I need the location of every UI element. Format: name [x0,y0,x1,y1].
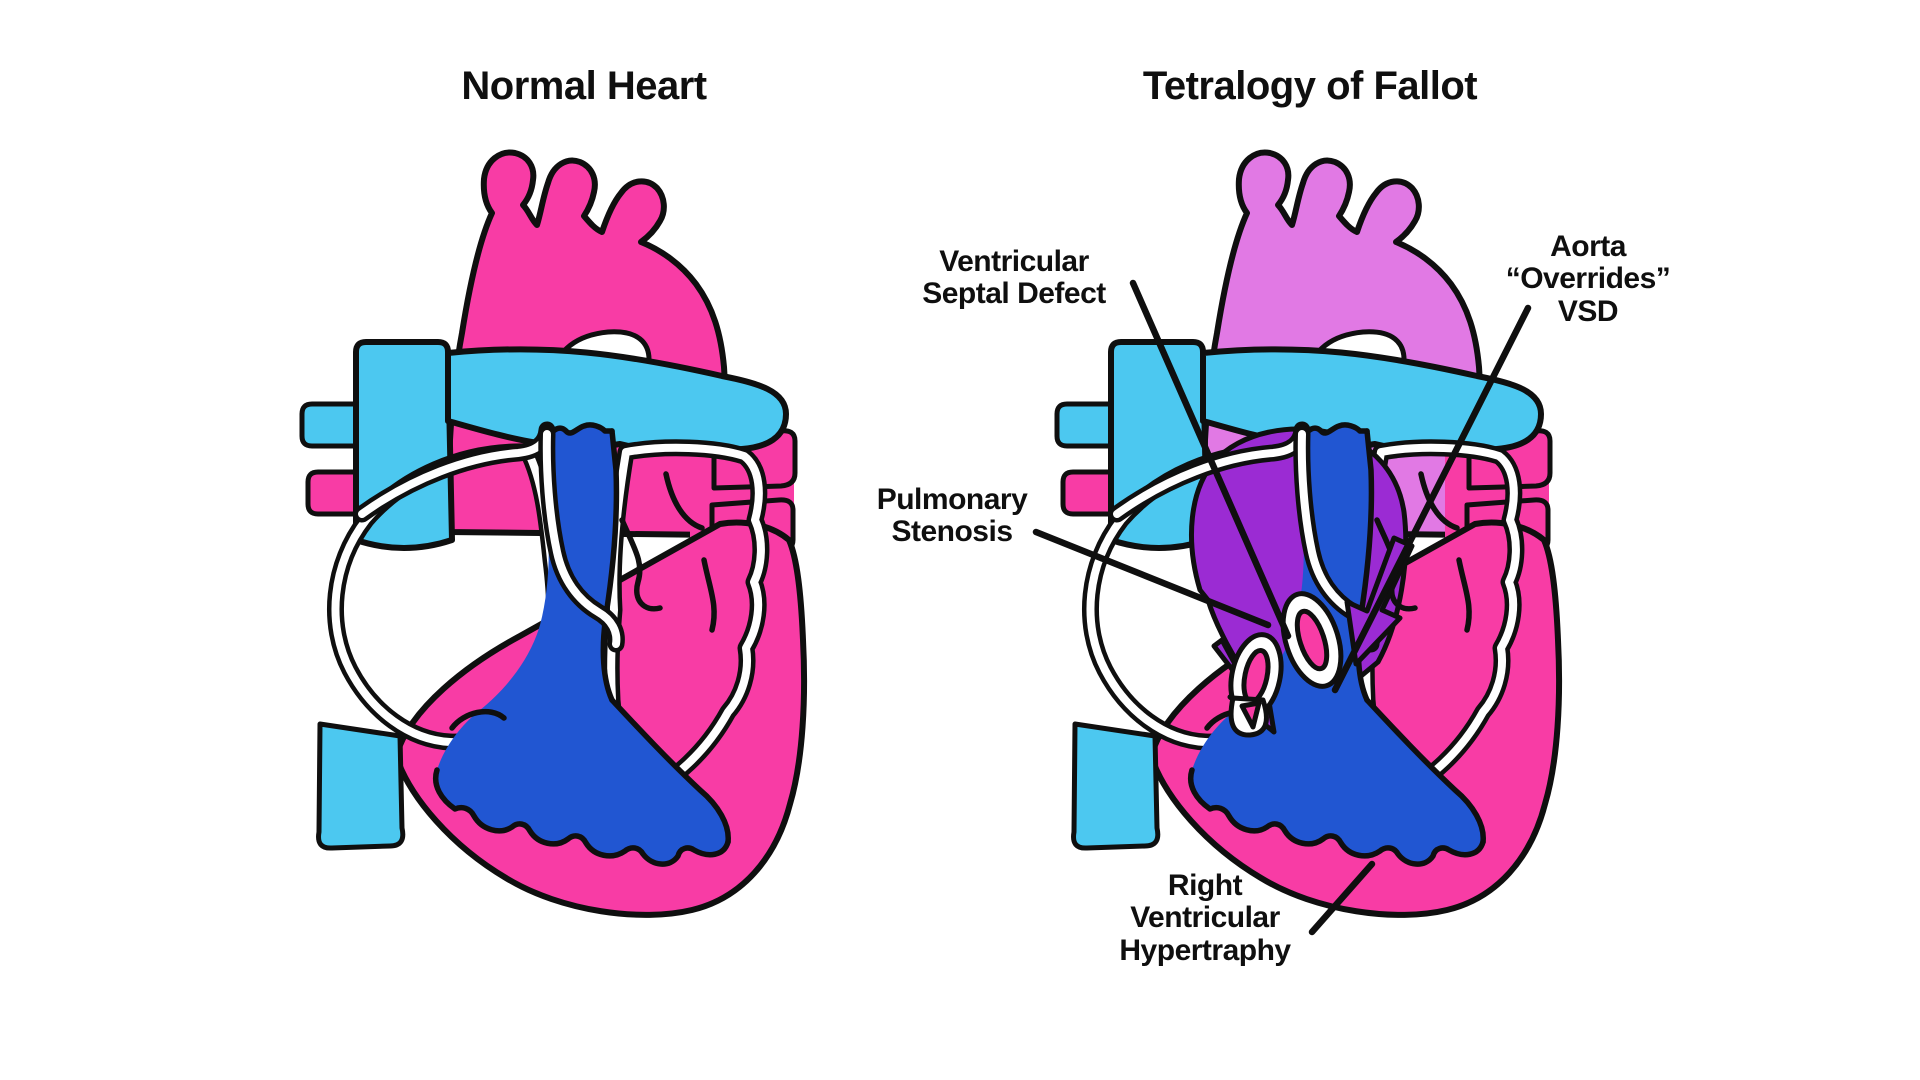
annotation-leader-lines [1032,279,1532,936]
stenotic-valve-leaflet [1294,608,1330,672]
pulmonary-stenosis-leader-line [1032,528,1272,629]
title-tetralogy-of-fallot: Tetralogy of Fallot [1142,64,1478,108]
label-aorta-overrides-vsd: Aorta “Overrides” VSD [1505,230,1671,328]
heart-normal [302,153,804,915]
label-right-ventricular-hypertraphy: Right Ventricular Hypertraphy [1119,869,1291,967]
label-ventricular-septal-defect: Ventricular Septal Defect [922,245,1106,311]
rvh-leader-line [1308,860,1376,936]
heart-tetralogy-of-fallot [1057,153,1559,915]
title-normal-heart: Normal Heart [461,64,707,108]
stenotic-pulmonary-valve [1228,591,1344,738]
aorta-overrides-leader-line [1331,304,1532,694]
vsd-leader-line [1129,279,1292,640]
stenotic-valve-leaflet [1239,700,1262,730]
label-pulmonary-stenosis: Pulmonary Stenosis [876,483,1028,549]
